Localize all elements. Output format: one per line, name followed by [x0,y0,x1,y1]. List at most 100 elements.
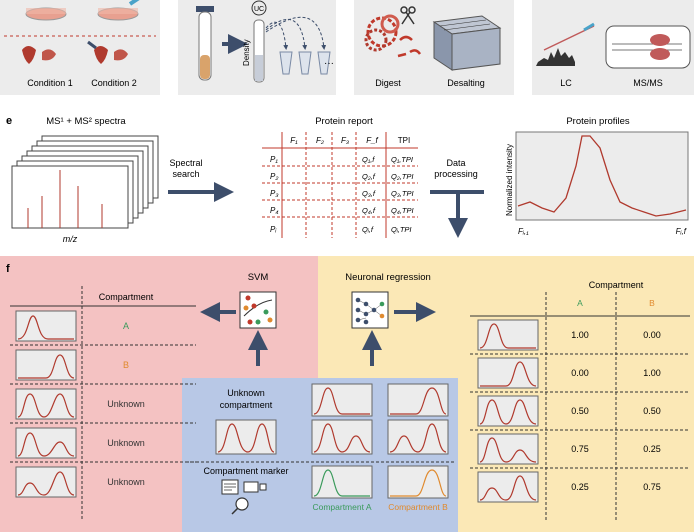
desalting-label: Desalting [447,78,485,88]
uc-label: UC [254,6,264,13]
unknown-profile-5 [387,419,449,455]
right-cell-b: 1.00 [643,368,661,378]
compartment-a-label: Compartment A [312,502,371,512]
unknown-profile-3 [387,383,449,417]
protein-report-table: F₁ F₂ F₃ F_f TPI P₁ P₂ P₃ P₄ Pᵢ Q₁,f Q₂,… [262,132,418,238]
right-cell-b: 0.25 [643,444,661,454]
neuronal-regression-label: Neuronal regression [345,272,431,283]
profiles-title: Protein profiles [566,116,630,127]
right-cell-b: 0.50 [643,406,661,416]
data-processing-label-1: Data [446,158,465,168]
col-header: F_f [366,136,378,145]
right-col-b: B [649,298,655,308]
left-profile-2 [15,349,77,381]
row-label: P₃ [270,189,279,198]
panel-e: e MS¹ + MS² spectra m/z Spectral search … [6,115,689,244]
left-row-label: A [123,321,129,331]
tpi-cell: Qᵢ,TPI [391,225,412,234]
tpi-cell: Q₂,TPI [391,172,413,181]
msms-label: MS/MS [633,78,663,88]
q-cell: Q₃,f [362,189,376,198]
left-profile-4 [15,427,77,459]
col-header: TPI [398,136,410,145]
fraction-arrow-3 [265,16,327,50]
right-cell-a: 0.25 [571,482,589,492]
top-row: Condition 1 Condition 2 UC Density ··· [0,0,694,95]
uc-circle [251,0,267,16]
col-header: F₃ [341,136,349,145]
panel-f-letter: f [6,263,10,275]
left-row-label: Unknown [107,438,145,448]
spectral-search-label-1: Spectral [169,158,202,168]
protein-clump-icon [364,14,400,52]
unknown-profile-4 [311,419,373,455]
tpi-cell: Q₃,TPI [391,189,414,198]
q-cell: Qᵢ,f [362,225,374,234]
tube-icon [196,6,214,81]
q-cell: Q₁,f [362,155,375,164]
peptide-fragments-icon [397,35,422,58]
col-header: F₂ [316,136,324,145]
right-table-header: Compartment [589,280,644,290]
petri-dish-icon [25,7,67,21]
right-cell-b: 0.00 [643,330,661,340]
fraction-tubes-icon [279,51,331,75]
unknown-compartment-label-2: compartment [220,400,273,410]
petri-dish-treated-icon [97,0,140,21]
scissors-icon [400,6,416,25]
svm-icon [239,291,277,329]
compartment-b-label: Compartment B [388,502,448,512]
profile-plot-area [515,131,689,221]
left-profile-1 [15,310,77,342]
data-processing-label-2: processing [434,169,478,179]
col-header: F₁ [290,136,298,145]
right-profile-4 [477,433,539,465]
density-tube-icon [253,19,265,83]
marker-profile-b [387,465,449,499]
x-end-label: Fᵢ,f [676,227,687,236]
row-label: P₁ [270,155,278,164]
row-label: P₂ [270,172,278,181]
mz-label: m/z [63,234,78,244]
compartment-marker-label: Compartment marker [203,466,288,476]
left-profile-5 [15,466,77,498]
right-col-a: A [577,298,583,308]
condition-1-label: Condition 1 [27,78,73,88]
right-cell-a: 0.75 [571,444,589,454]
unknown-compartment-label-1: Unknown [227,388,265,398]
protein-report-title: Protein report [315,116,373,127]
digest-label: Digest [375,78,401,88]
unknown-profile-2 [311,383,373,417]
right-profile-3 [477,395,539,427]
spectral-search-label-2: search [172,169,199,179]
right-profile-2 [477,357,539,389]
plate-icon [432,15,502,71]
right-regression-table: Compartment A B [470,280,690,520]
profile-line [517,135,687,217]
density-label: Density [242,39,251,66]
right-cell-a: 0.00 [571,368,589,378]
x-start-label: Fᵢ,₁ [518,227,529,236]
tpi-cell: Q₁,TPI [391,155,413,164]
panel-e-letter: e [6,115,12,127]
spectra-title: MS¹ + MS² spectra [46,116,126,127]
row-label: Pᵢ [270,225,277,234]
condition-2-label: Condition 2 [91,78,137,88]
row-label: P₄ [270,206,279,215]
panel-f: f Compartment [0,256,694,532]
organ-icon [22,46,56,64]
unknown-profile-1 [215,419,277,455]
left-table-header: Compartment [99,292,154,302]
organ-treated-icon [87,40,128,64]
left-profile-3 [15,388,77,420]
right-cell-a: 1.00 [571,330,589,340]
neural-network-icon [351,291,389,329]
q-cell: Q₂,f [362,172,376,181]
left-row-label: Unknown [107,477,145,487]
marker-profile-a [311,465,373,499]
ms-instrument-icon [605,25,691,69]
right-profile-1 [477,319,539,351]
svm-label: SVM [248,272,269,283]
lc-label: LC [560,78,572,88]
